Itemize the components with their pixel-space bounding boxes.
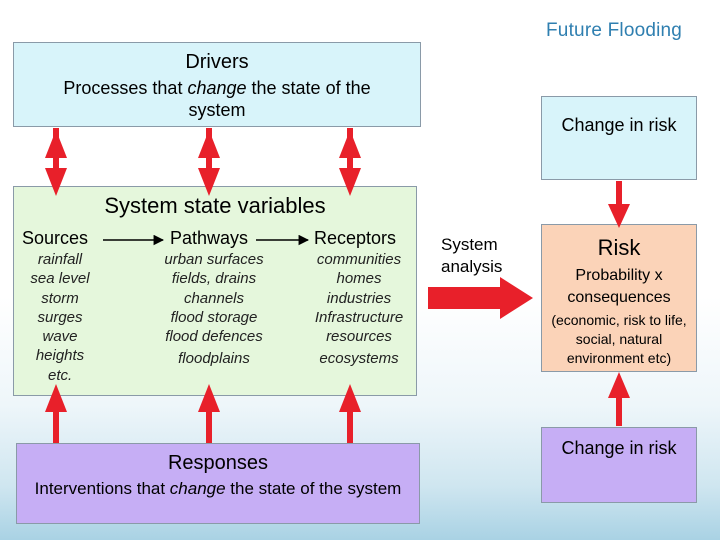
list-item: flood storage bbox=[170, 308, 258, 326]
list-item: communities bbox=[316, 251, 402, 268]
risk-detail: (economic, risk to life, social, natural… bbox=[551, 312, 687, 366]
change-in-risk-top-label: Change in risk bbox=[561, 115, 677, 135]
list-item: channels bbox=[183, 289, 245, 307]
system-analysis-label: System analysis bbox=[441, 235, 503, 276]
arrow-receptors-up-to-drivers bbox=[339, 130, 361, 158]
arrow-system-analysis bbox=[428, 277, 533, 319]
list-item: flood defences bbox=[165, 328, 263, 346]
list-item: resources bbox=[326, 328, 392, 346]
sources-header: Sources bbox=[22, 228, 89, 248]
system-state-variables-box: System state variables bbox=[13, 186, 417, 396]
list-item: storm bbox=[41, 289, 79, 307]
receptors-header: Receptors bbox=[314, 228, 397, 248]
list-item: ecosystems bbox=[319, 350, 399, 368]
list-item: urban surfaces bbox=[164, 251, 264, 268]
responses-box: Responses Interventions that change the … bbox=[16, 443, 420, 524]
list-item: wave bbox=[42, 328, 78, 346]
drivers-box: Drivers Processes that change the state … bbox=[13, 42, 421, 127]
arrow-responses-to-receptors bbox=[339, 384, 361, 443]
arrow-sources-up-to-drivers bbox=[45, 130, 67, 158]
list-item: floodplains bbox=[178, 350, 250, 368]
change-in-risk-bottom-label: Change in risk bbox=[561, 438, 677, 458]
arrow-responses-to-sources bbox=[45, 384, 67, 443]
arrow-pathways-up-to-drivers bbox=[198, 130, 220, 158]
drivers-description: Processes that change the state of the s… bbox=[63, 78, 371, 120]
list-item: sea level bbox=[30, 270, 90, 288]
responses-title: Responses bbox=[167, 452, 269, 474]
responses-description: Interventions that change the state of t… bbox=[34, 479, 402, 498]
risk-box: Risk Probability x consequences (economi… bbox=[541, 224, 697, 372]
drivers-title: Drivers bbox=[185, 51, 249, 73]
pathways-list: urban surfaces fields, drains channels f… bbox=[152, 250, 276, 369]
arrow-change-in-risk-bottom-to-risk bbox=[608, 372, 630, 426]
list-item: heights bbox=[35, 347, 85, 365]
list-item: fields, drains bbox=[171, 270, 257, 288]
list-item: homes bbox=[336, 270, 382, 288]
pathways-header: Pathways bbox=[170, 228, 249, 248]
sources-list: rainfall sea level storm surges wave hei… bbox=[18, 250, 102, 385]
brand-title: Future Flooding bbox=[546, 20, 683, 41]
risk-formula: Probability x consequences bbox=[567, 267, 671, 306]
list-item: Infrastructure bbox=[314, 308, 404, 326]
receptors-list: communities homes industries Infrastruct… bbox=[306, 250, 412, 369]
list-item: industries bbox=[326, 289, 392, 307]
change-in-risk-bottom-box: Change in risk bbox=[541, 427, 697, 503]
system-state-variables-title: System state variables bbox=[104, 193, 326, 218]
list-item: etc. bbox=[48, 366, 73, 384]
change-in-risk-top-box: Change in risk bbox=[541, 96, 697, 180]
arrow-change-in-risk-top-to-risk bbox=[608, 181, 630, 228]
arrow-responses-to-pathways bbox=[198, 384, 220, 443]
list-item: rainfall bbox=[37, 251, 83, 268]
list-item: surges bbox=[37, 308, 83, 326]
risk-title: Risk bbox=[597, 235, 641, 260]
